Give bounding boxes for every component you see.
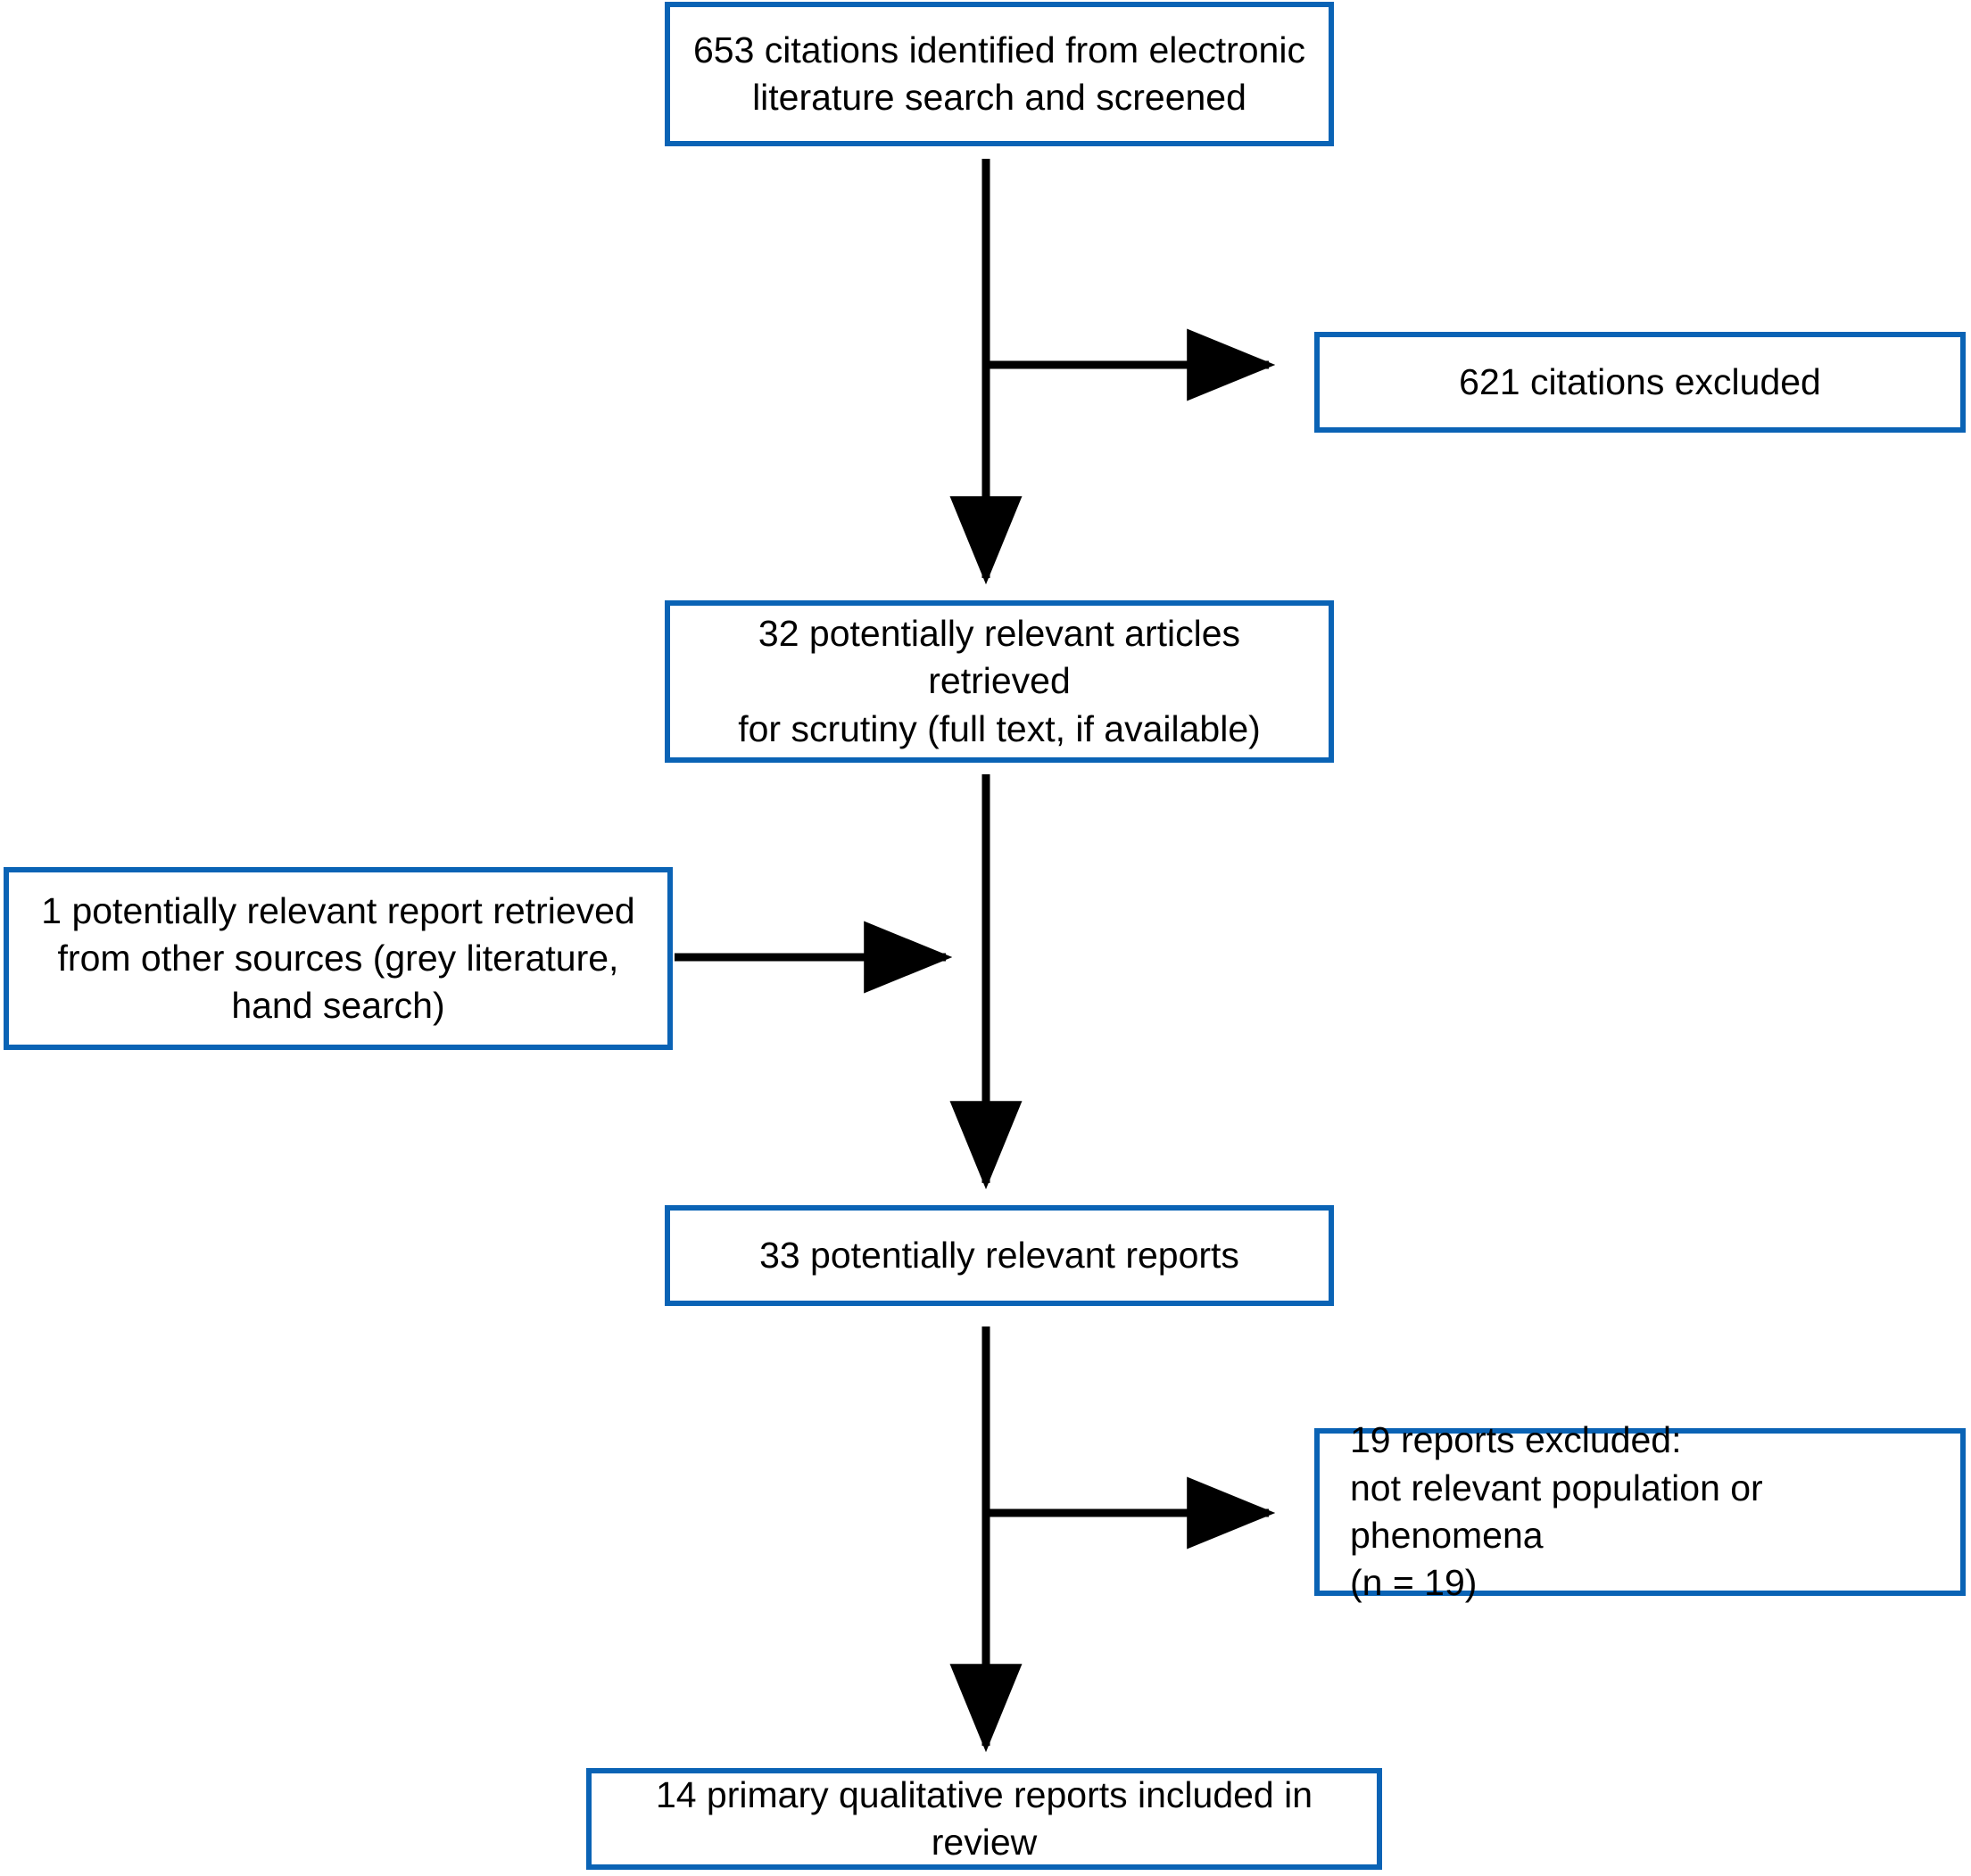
reports-excluded-box: 19 reports excluded: not relevant popula… — [1314, 1419, 1966, 1603]
potentially-relevant-reports-label: 33 potentially relevant reports — [759, 1234, 1239, 1276]
other-sources-report-label: 1 potentially relevant report retrieved … — [41, 889, 635, 1027]
reports-included-label: 14 primary qualitative reports included … — [655, 1773, 1313, 1863]
articles-retrieved-label: 32 potentially relevant articles retriev… — [738, 613, 1261, 749]
reports-included-box: 14 primary qualitative reports included … — [586, 1768, 1382, 1870]
articles-retrieved-box: 32 potentially relevant articles retriev… — [665, 600, 1334, 763]
citations-identified-label: 653 citations identified from electronic… — [693, 29, 1305, 118]
reports-excluded-label: 19 reports excluded: not relevant popula… — [1350, 1419, 1763, 1604]
other-sources-report-box: 1 potentially relevant report retrieved … — [4, 867, 673, 1050]
citations-excluded-label: 621 citations excluded — [1459, 360, 1821, 402]
citations-excluded-box: 621 citations excluded — [1314, 332, 1966, 433]
potentially-relevant-reports-box: 33 potentially relevant reports — [665, 1205, 1334, 1306]
citations-identified-box: 653 citations identified from electronic… — [665, 2, 1334, 146]
